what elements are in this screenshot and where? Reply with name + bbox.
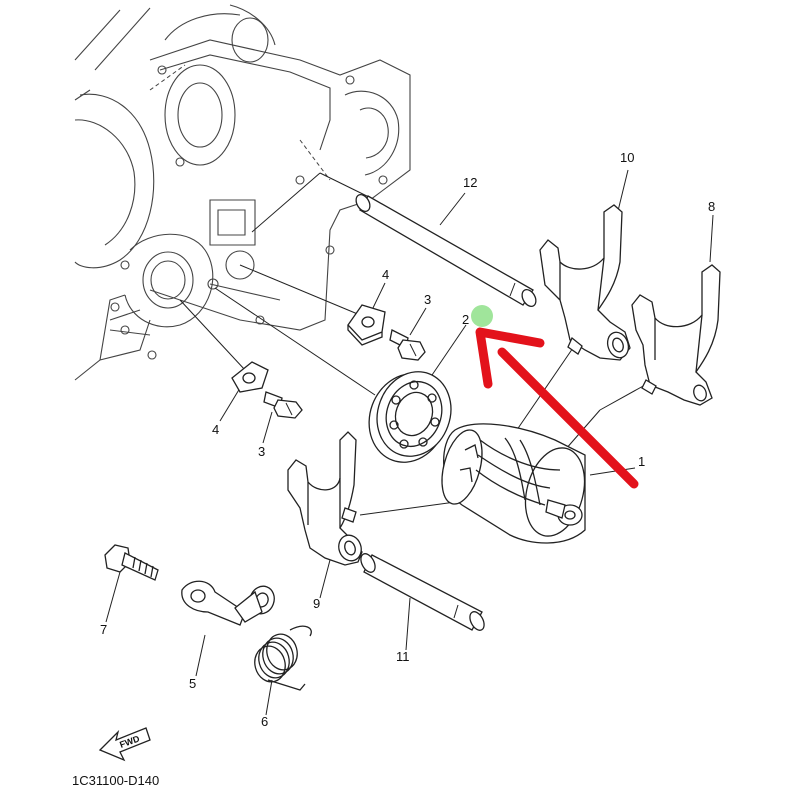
part-4-stopper-plate-lower [231, 361, 269, 393]
callouts: 12 10 8 4 3 2 1 4 3 9 7 11 5 6 [100, 150, 715, 729]
part-4-stopper-plate-upper [347, 304, 386, 346]
callout-4-upper: 4 [382, 267, 389, 282]
part-11-shaft [360, 553, 485, 631]
part-5-stopper-lever [181, 580, 275, 626]
callout-4-lower: 4 [212, 422, 219, 437]
callout-9: 9 [313, 596, 320, 611]
diagram-code: 1C31100-D140 [72, 773, 159, 788]
callout-3-lower: 3 [258, 444, 265, 459]
callout-7: 7 [100, 622, 107, 637]
highlight-dot [471, 305, 493, 327]
red-pointer-arrow [475, 327, 639, 489]
part-1-shift-drum [441, 423, 586, 544]
part-12-shaft [355, 193, 537, 308]
callout-5: 5 [189, 676, 196, 691]
part-7-bolt [104, 544, 159, 581]
callout-2: 2 [462, 312, 469, 327]
callout-6: 6 [261, 714, 268, 729]
callout-1: 1 [638, 454, 645, 469]
callout-3-upper: 3 [424, 292, 431, 307]
part-3-bolt-upper [389, 329, 426, 361]
fwd-direction-arrow: FWD [98, 727, 151, 762]
callout-11: 11 [396, 649, 410, 664]
part-9-shift-fork [287, 431, 363, 566]
callout-12: 12 [463, 175, 477, 190]
part-2-bearing [368, 371, 452, 463]
part-8-shift-fork [631, 264, 721, 406]
part-10-shift-fork [539, 204, 631, 361]
callout-8: 8 [708, 199, 715, 214]
part-6-spring [254, 625, 312, 691]
callout-10: 10 [620, 150, 634, 165]
part-3-bolt-lower [263, 391, 303, 419]
